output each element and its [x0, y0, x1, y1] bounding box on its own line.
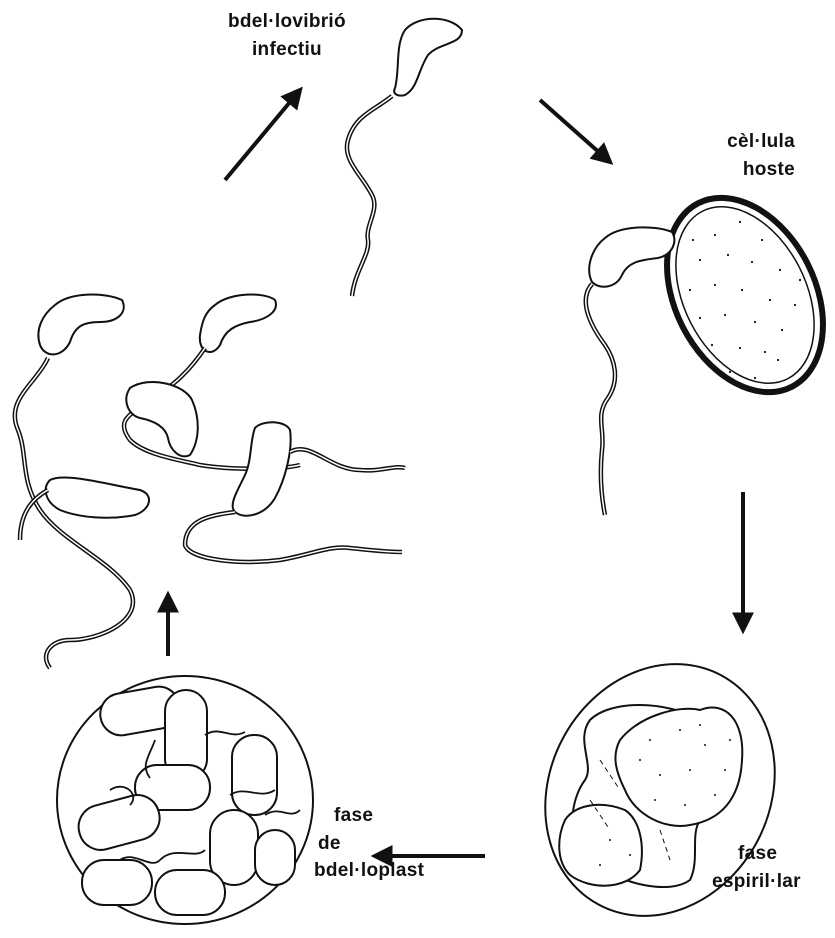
label-spiral-line-1: fase — [712, 840, 801, 868]
label-spiral-phase: fase espiril·lar — [712, 840, 801, 895]
released-progeny — [15, 295, 405, 668]
arrow-to-host — [540, 100, 610, 162]
label-host-line-2: hoste — [685, 156, 795, 184]
label-infective-line-2: infectiu — [228, 36, 346, 64]
bdelloplast-cell — [57, 676, 313, 924]
infective-bdellovibrio — [347, 19, 462, 296]
label-bdelloplast-line-2: de — [314, 830, 424, 858]
label-spiral-line-2: espiril·lar — [712, 868, 801, 896]
arrow-to-infective — [225, 90, 300, 180]
label-bdelloplast-line-3: bdel·loplast — [314, 857, 424, 885]
label-infective-bdellovibrio: bdel·lovibrió infectiu — [228, 8, 346, 63]
label-host-line-1: cèl·lula — [685, 128, 795, 156]
host-cell — [636, 171, 835, 418]
label-infective-line-1: bdel·lovibrió — [228, 8, 346, 36]
label-bdelloplast-line-1: fase — [314, 802, 424, 830]
label-bdelloplast-phase: fase de bdel·loplast — [314, 802, 424, 885]
attached-bdellovibrio — [586, 227, 675, 515]
label-host-cell: cèl·lula hoste — [685, 128, 795, 183]
